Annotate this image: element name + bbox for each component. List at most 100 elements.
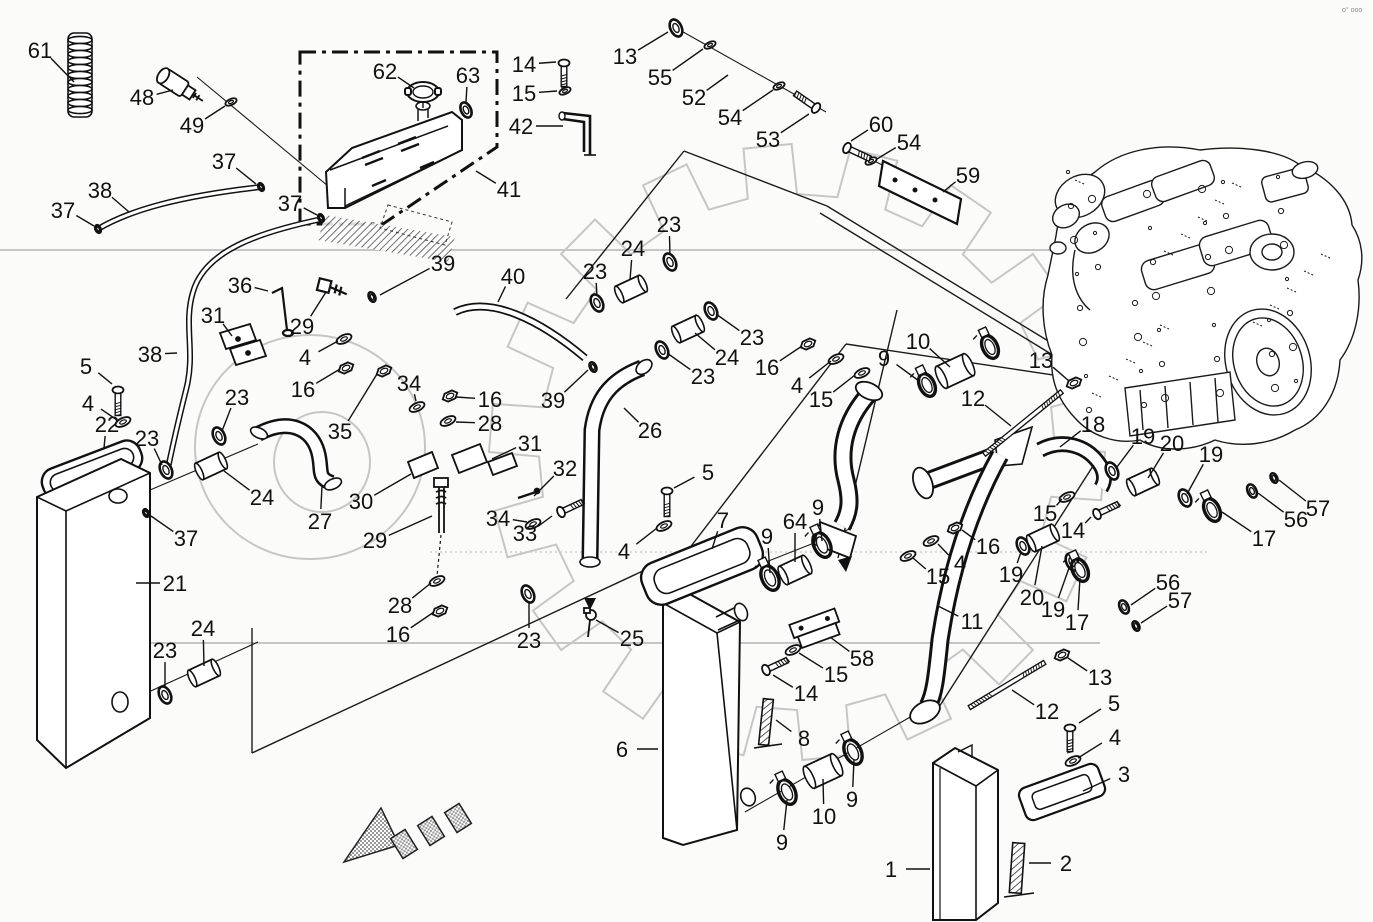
callout-58-label: 58 <box>850 646 874 671</box>
charge-air-hose <box>1036 436 1113 493</box>
callout-13-label: 13 <box>1088 665 1112 690</box>
part-sleeve <box>670 314 706 344</box>
callout-22-leader <box>103 435 106 449</box>
part-washer <box>408 401 426 413</box>
callout-64-label: 64 <box>783 509 807 534</box>
callout-5-label: 5 <box>80 354 92 379</box>
callout-52-leader <box>706 74 729 92</box>
callout-9: 9 <box>846 759 858 812</box>
callout-21: 21 <box>136 571 187 596</box>
callout-5-label: 5 <box>702 460 714 485</box>
part-clamp <box>909 364 938 399</box>
pipe-clamp-halves <box>406 442 541 500</box>
callout-15-leader <box>798 652 824 669</box>
radiator-neck <box>715 602 757 807</box>
callout-64: 64 <box>783 509 807 562</box>
callout-28-leader <box>411 582 432 599</box>
callout-19-label: 19 <box>1199 442 1223 467</box>
callout-4: 4 <box>618 527 658 564</box>
callout-37: 37 <box>51 198 95 227</box>
radiator-left <box>36 457 151 770</box>
callout-36: 36 <box>228 273 269 298</box>
callout-58-leader <box>829 636 850 652</box>
engine-illustration <box>1042 146 1363 450</box>
callout-23-label: 23 <box>517 628 541 653</box>
callout-55-label: 55 <box>648 65 672 90</box>
callout-15: 15 <box>512 81 558 106</box>
callout-62-leader <box>397 76 415 89</box>
callout-11-label: 11 <box>961 609 984 634</box>
callout-9: 9 <box>776 799 788 855</box>
callout-23-leader <box>595 282 598 297</box>
part-ring <box>1245 483 1259 499</box>
callout-16: 16 <box>455 387 502 412</box>
callout-4-leader <box>318 340 339 353</box>
callout-5: 5 <box>80 354 113 385</box>
callout-20-leader <box>1034 545 1043 586</box>
callout-13-label: 13 <box>1029 348 1053 373</box>
callout-9-label: 9 <box>812 495 824 520</box>
part-sleeve <box>802 752 844 790</box>
part-ring <box>703 301 719 321</box>
callout-14-leader <box>772 674 794 688</box>
part-nut <box>441 389 459 403</box>
callout-36-label: 36 <box>228 273 252 298</box>
callout-27: 27 <box>308 485 332 534</box>
callout-25: 25 <box>595 619 644 651</box>
part-ring <box>588 360 598 374</box>
callout-33: 33 <box>513 515 553 546</box>
callout-22-label: 22 <box>95 412 119 437</box>
callout-60-leader <box>850 129 869 142</box>
part-bolt <box>792 90 822 114</box>
callout-39-leader <box>563 369 589 393</box>
mount-bracket <box>1017 762 1107 822</box>
callout-56-leader <box>1130 587 1156 606</box>
part-washer <box>558 86 572 96</box>
callout-48-leader <box>156 89 174 96</box>
tank-cap <box>404 81 442 108</box>
stud-with-spring <box>433 477 449 577</box>
callout-15-leader <box>912 557 927 570</box>
callout-61-label: 61 <box>28 38 52 63</box>
part-nut <box>1053 648 1071 662</box>
callout-23: 23 <box>135 426 163 466</box>
corrugated-hose <box>67 32 93 118</box>
callout-63-label: 63 <box>456 63 480 88</box>
callout-15-label: 15 <box>824 662 848 687</box>
callout-23: 23 <box>153 638 177 687</box>
callout-37: 37 <box>212 149 257 185</box>
callout-23-label: 23 <box>153 638 177 663</box>
callout-32-leader <box>533 475 555 497</box>
callout-49-leader <box>204 105 226 120</box>
callout-4-leader <box>1077 742 1103 759</box>
callout-2: 2 <box>1029 851 1072 876</box>
callout-8-label: 8 <box>798 726 810 751</box>
callout-14-leader <box>538 61 557 64</box>
callout-28-label: 28 <box>478 411 502 436</box>
callout-23-leader <box>666 352 691 371</box>
callout-34-label: 34 <box>486 506 510 531</box>
callout-20-label: 20 <box>1160 431 1184 456</box>
callout-30: 30 <box>349 473 412 514</box>
callout-16-leader <box>315 368 341 384</box>
callout-9-leader <box>783 799 788 831</box>
callout-4-label: 4 <box>82 391 94 416</box>
callout-57-leader <box>1140 605 1168 624</box>
callout-42-label: 42 <box>509 114 533 139</box>
callout-16-leader <box>961 529 976 541</box>
callout-52-label: 52 <box>682 85 706 110</box>
callout-62: 62 <box>373 59 415 89</box>
callout-17-label: 17 <box>1065 610 1089 635</box>
callout-16: 16 <box>755 345 803 380</box>
callout-60: 60 <box>850 112 893 142</box>
callout-4-leader <box>635 527 658 545</box>
part-clamp <box>1062 549 1091 584</box>
callout-16-label: 16 <box>478 387 502 412</box>
callout-35: 35 <box>328 373 378 444</box>
callout-16: 16 <box>961 529 1000 559</box>
callout-37-leader <box>75 214 95 227</box>
callout-19: 19 <box>999 551 1023 587</box>
callout-9: 9 <box>761 524 773 574</box>
callout-12-label: 12 <box>1035 699 1059 724</box>
callout-16: 16 <box>291 368 341 402</box>
